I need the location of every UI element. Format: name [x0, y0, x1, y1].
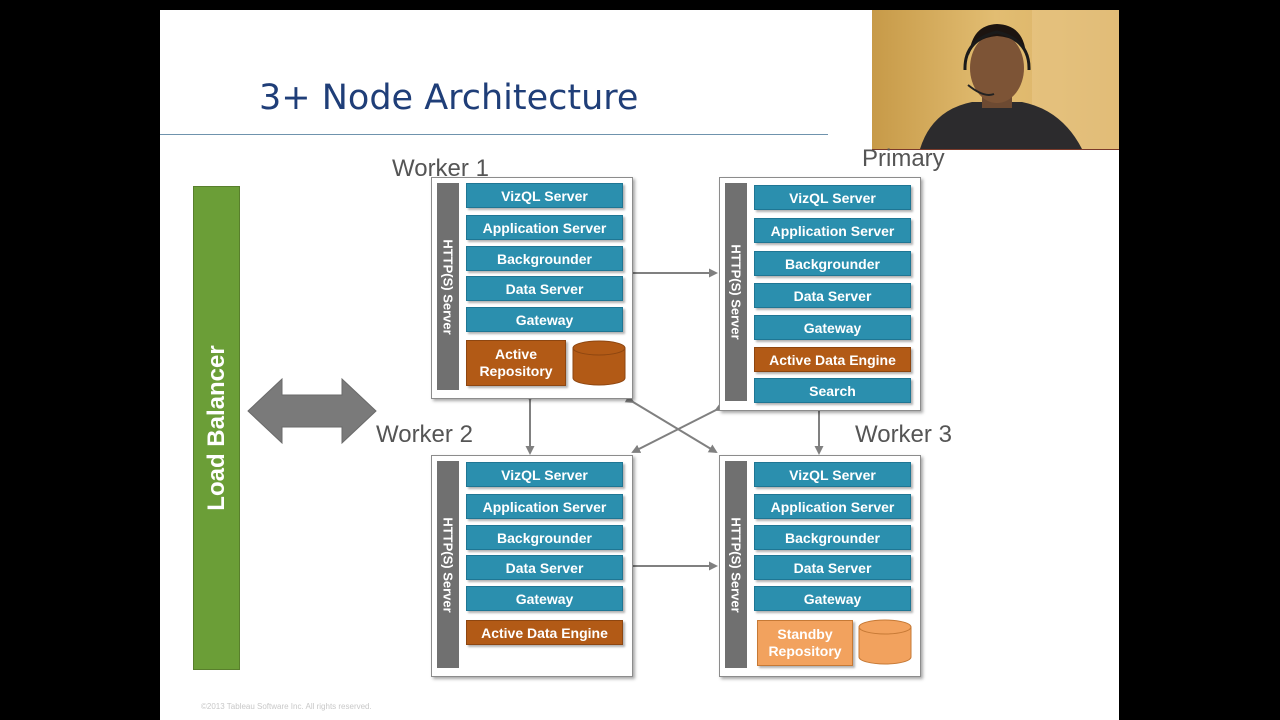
- active-repository: Active Repository: [466, 340, 566, 386]
- gateway: Gateway: [466, 586, 623, 611]
- load-balancer-arrow: [247, 377, 377, 445]
- active-data-engine: Active Data Engine: [466, 620, 623, 645]
- http-server-label: HTTP(S) Server: [440, 238, 456, 335]
- database-icon: [572, 340, 626, 386]
- vizql-server: VizQL Server: [466, 462, 623, 487]
- application-server: Application Server: [466, 215, 623, 240]
- copyright-footer: ©2013 Tableau Software Inc. All rights r…: [201, 702, 372, 711]
- primary-worker2-arrow: [631, 402, 725, 453]
- application-server: Application Server: [754, 218, 911, 243]
- http-server: HTTP(S) Server: [437, 183, 459, 390]
- primary-node: HTTP(S) Server VizQL Server Application …: [719, 177, 921, 411]
- backgrounder: Backgrounder: [754, 525, 911, 550]
- worker1-worker3-arrow: [624, 394, 718, 454]
- worker-3-node: HTTP(S) Server VizQL Server Application …: [719, 455, 921, 677]
- http-server-label: HTTP(S) Server: [728, 516, 744, 613]
- http-server: HTTP(S) Server: [725, 183, 747, 401]
- backgrounder: Backgrounder: [466, 525, 623, 550]
- data-server: Data Server: [466, 555, 623, 580]
- application-server: Application Server: [754, 494, 911, 519]
- page-title: 3+ Node Architecture: [259, 78, 639, 118]
- gateway: Gateway: [466, 307, 623, 332]
- http-server: HTTP(S) Server: [725, 461, 747, 668]
- presenter-image: [872, 10, 1119, 149]
- presenter-webcam: [872, 10, 1119, 150]
- vizql-server: VizQL Server: [466, 183, 623, 208]
- worker-2-node: HTTP(S) Server VizQL Server Application …: [431, 455, 633, 677]
- primary-label: Primary: [862, 145, 945, 172]
- database-icon: [858, 619, 912, 665]
- search: Search: [754, 378, 911, 403]
- worker-3-label: Worker 3: [855, 421, 952, 448]
- gateway: Gateway: [754, 315, 911, 340]
- worker-1-node: HTTP(S) Server VizQL Server Application …: [431, 177, 633, 399]
- http-server-label: HTTP(S) Server: [728, 244, 744, 340]
- vizql-server: VizQL Server: [754, 462, 911, 487]
- gateway: Gateway: [754, 586, 911, 611]
- vizql-server: VizQL Server: [754, 185, 911, 210]
- data-server: Data Server: [754, 283, 911, 308]
- load-balancer: [193, 186, 240, 670]
- active-data-engine: Active Data Engine: [754, 347, 911, 372]
- backgrounder: Backgrounder: [754, 251, 911, 276]
- application-server: Application Server: [466, 494, 623, 519]
- data-server: Data Server: [754, 555, 911, 580]
- title-divider: [160, 134, 828, 135]
- backgrounder: Backgrounder: [466, 246, 623, 271]
- http-server: HTTP(S) Server: [437, 461, 459, 668]
- http-server-label: HTTP(S) Server: [440, 516, 456, 613]
- standby-repository: Standby Repository: [757, 620, 853, 666]
- worker-2-label: Worker 2: [376, 421, 473, 448]
- data-server: Data Server: [466, 276, 623, 301]
